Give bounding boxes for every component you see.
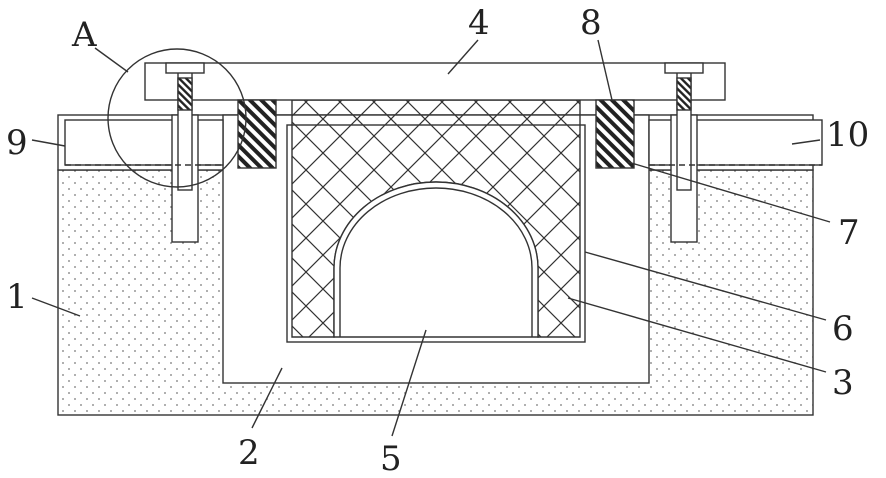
label-a: A bbox=[71, 15, 97, 55]
label-5: 5 bbox=[380, 439, 402, 478]
side-plate-left bbox=[65, 120, 223, 165]
label-10: 10 bbox=[826, 115, 869, 155]
label-4: 4 bbox=[468, 3, 490, 43]
label-8: 8 bbox=[580, 3, 602, 43]
label-9: 9 bbox=[6, 123, 28, 163]
label-1: 1 bbox=[6, 277, 28, 317]
label-7: 7 bbox=[838, 213, 860, 253]
cover-plate bbox=[145, 63, 725, 100]
label-3: 3 bbox=[832, 363, 854, 403]
label-2: 2 bbox=[238, 433, 260, 473]
label-6: 6 bbox=[832, 309, 854, 349]
spacer-right bbox=[596, 100, 634, 168]
